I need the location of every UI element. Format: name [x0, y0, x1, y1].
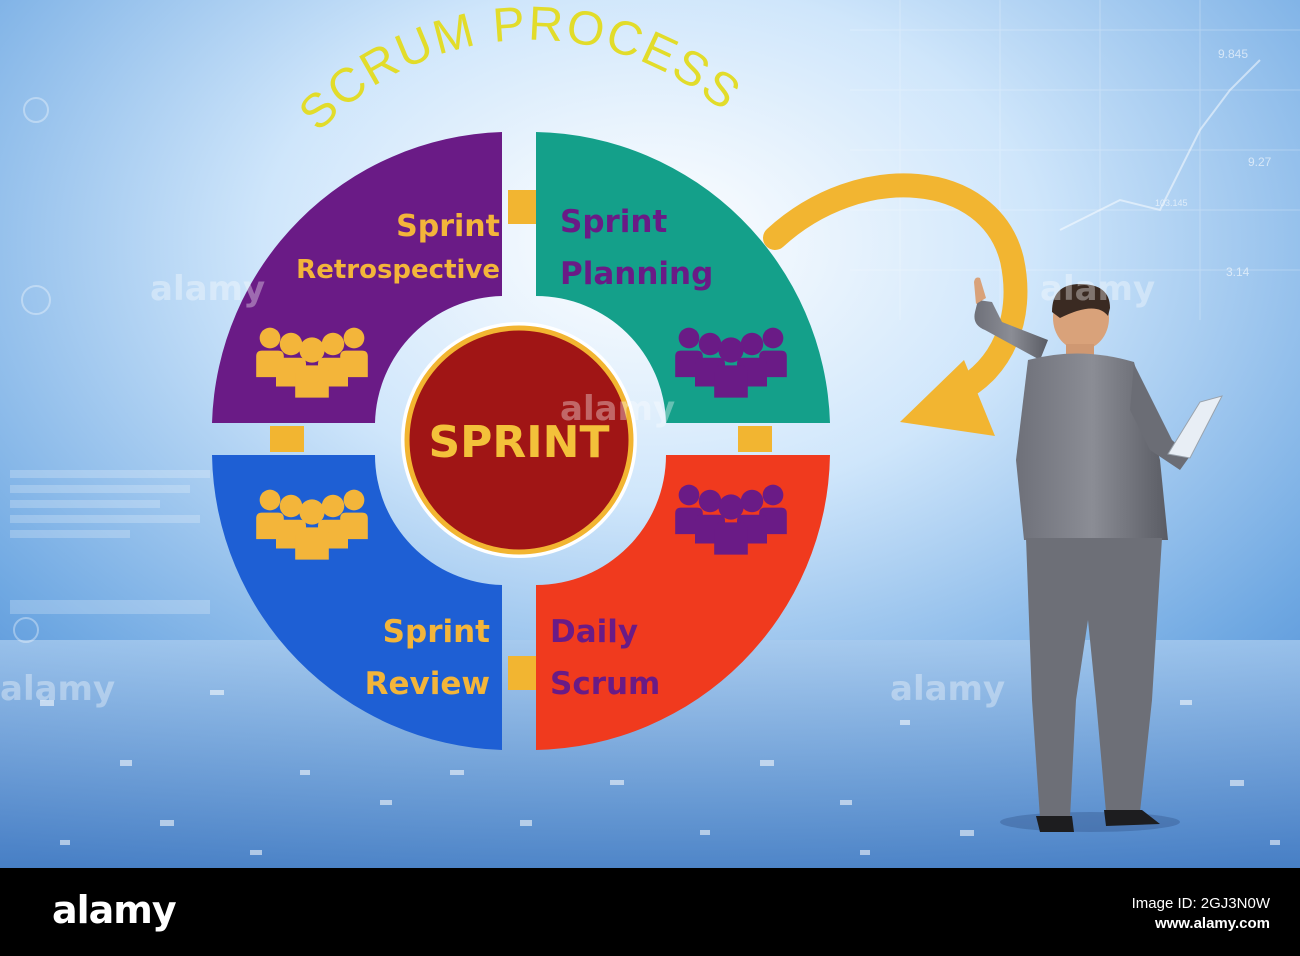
background-numbers: 9.845 9.27 103.145 3.14 — [1155, 47, 1272, 279]
floor-tiles — [40, 690, 1280, 855]
background-number: 3.14 — [1226, 265, 1250, 279]
site-url: www.alamy.com — [1154, 915, 1270, 933]
watermark: alamy — [150, 269, 265, 309]
image-id: Image ID: 2GJ3N0W — [1131, 895, 1270, 912]
label-planning-line2: Planning — [560, 256, 713, 292]
label-daily-line2: Scrum — [550, 666, 660, 702]
line-graph-decoration — [1059, 59, 1261, 231]
watermark: alamy — [0, 669, 115, 709]
center-circle — [404, 325, 634, 555]
segment-connectors — [270, 190, 772, 690]
background-number: 103.145 — [1155, 198, 1188, 208]
background-number: 9.845 — [1218, 47, 1248, 61]
label-daily-line1: Daily — [550, 614, 638, 650]
center-label: SPRINT — [428, 417, 609, 468]
watermark: alamy — [890, 669, 1005, 709]
scene: 9.845 9.27 103.145 3.14 SCRUM PROCESS SP… — [0, 0, 1300, 868]
label-review-line2: Review — [365, 666, 490, 702]
label-review-line1: Sprint — [383, 614, 491, 650]
businessman — [974, 277, 1223, 832]
watermark: alamy — [560, 389, 675, 429]
cycle-arrow — [763, 173, 1028, 436]
watermark: alamy — [1040, 269, 1155, 309]
background-number: 9.27 — [1248, 155, 1272, 169]
scrum-illustration: 9.845 9.27 103.145 3.14 SCRUM PROCESS SP… — [0, 0, 1300, 868]
watermarks: alamy alamy alamy alamy alamy — [0, 269, 1155, 709]
decorative-circles — [13, 97, 51, 643]
label-planning-line1: Sprint — [560, 204, 668, 240]
label-retrospective-line2: Retrospective — [296, 255, 500, 285]
footer-bar: alamy Image ID: 2GJ3N0W www.alamy.com — [0, 868, 1300, 956]
bar-graph-decoration — [10, 470, 210, 614]
footer-meta: Image ID: 2GJ3N0W www.alamy.com — [1132, 894, 1270, 935]
grid-decoration — [850, 0, 1300, 320]
quadrant-labels: Sprint Retrospective Sprint Planning Dai… — [296, 204, 713, 702]
footer-logo: alamy — [52, 888, 177, 932]
label-retrospective-line1: Sprint — [396, 209, 500, 244]
